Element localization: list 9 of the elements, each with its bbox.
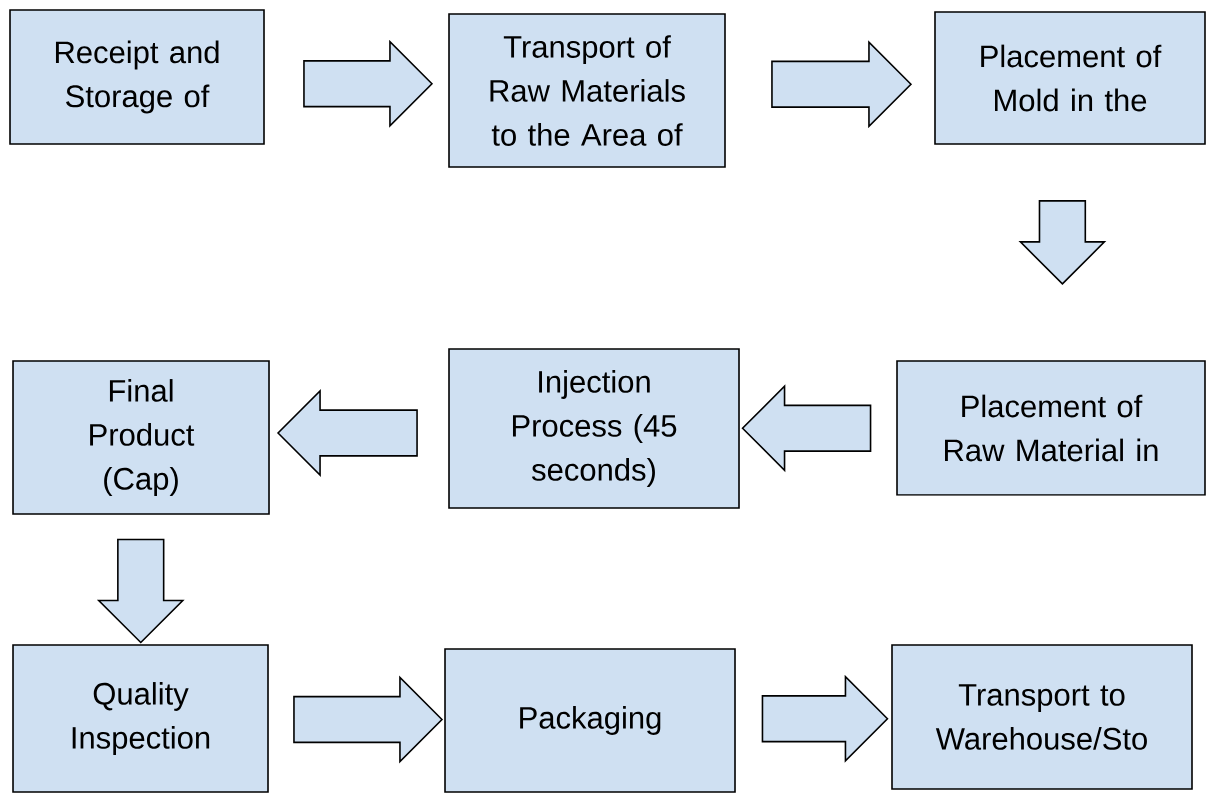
process-box: Transport of Raw Materials to the Area of [448, 13, 726, 168]
process-box: Transport to Warehouse/Sto [891, 644, 1193, 790]
process-box: Placement of Mold in the [934, 11, 1206, 145]
process-box: Injection Process (45 seconds) [448, 348, 740, 509]
process-box: Receipt and Storage of [9, 9, 265, 145]
process-box: Quality Inspection [12, 644, 269, 793]
process-box: Placement of Raw Material in [896, 360, 1206, 496]
process-box: Final Product (Cap) [12, 360, 270, 515]
process-box: Packaging [444, 648, 736, 793]
